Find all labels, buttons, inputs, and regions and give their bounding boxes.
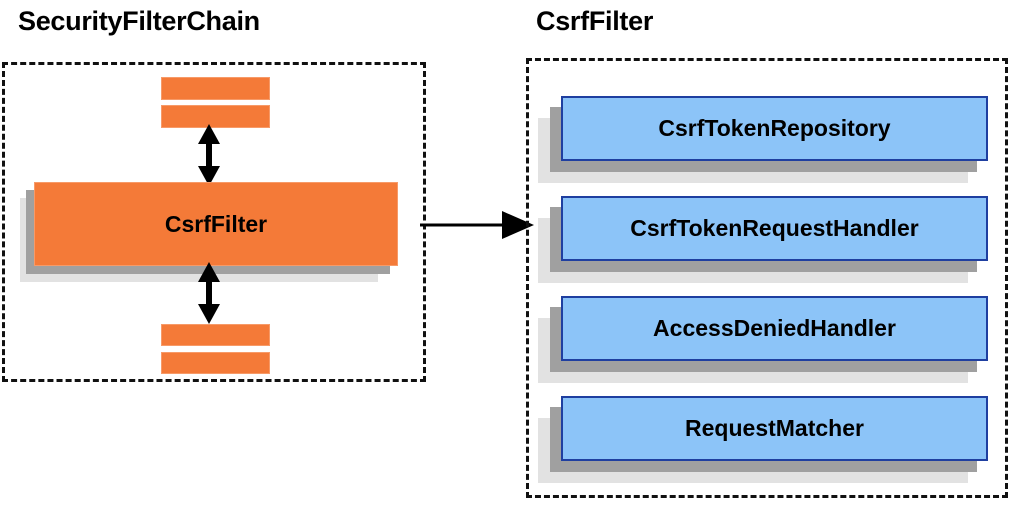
- page-title-csrf-filter: CsrfFilter: [536, 6, 654, 36]
- filter-placeholder-bar-top-2: [161, 105, 270, 128]
- component-box-label: CsrfTokenRequestHandler: [561, 196, 988, 261]
- double-arrow-vertical-top: [198, 124, 220, 186]
- double-arrow-vertical-bottom: [198, 262, 220, 324]
- component-box-label: RequestMatcher: [561, 396, 988, 461]
- component-box-access-denied-handler[interactable]: AccessDeniedHandler: [538, 296, 988, 383]
- filter-placeholder-bar-bottom-2: [161, 352, 270, 374]
- page-title-security-filter-chain: SecurityFilterChain: [18, 6, 260, 36]
- component-box-label: CsrfTokenRepository: [561, 96, 988, 161]
- component-box-csrf-token-repository[interactable]: CsrfTokenRepository: [538, 96, 988, 183]
- group-box-security-filter-chain: [2, 62, 426, 382]
- component-box-request-matcher[interactable]: RequestMatcher: [538, 396, 988, 483]
- filter-placeholder-bar-top-1: [161, 77, 270, 100]
- component-box-label: AccessDeniedHandler: [561, 296, 988, 361]
- component-box-csrf-token-request-handler[interactable]: CsrfTokenRequestHandler: [538, 196, 988, 283]
- filter-placeholder-bar-bottom-1: [161, 324, 270, 346]
- csrf-filter-box[interactable]: CsrfFilter: [20, 182, 400, 284]
- group-box-csrf-filter-internals: [526, 58, 1008, 498]
- connector-arrow-csrf-filter-to-detail: [420, 211, 534, 239]
- csrf-filter-box-label: CsrfFilter: [34, 182, 398, 266]
